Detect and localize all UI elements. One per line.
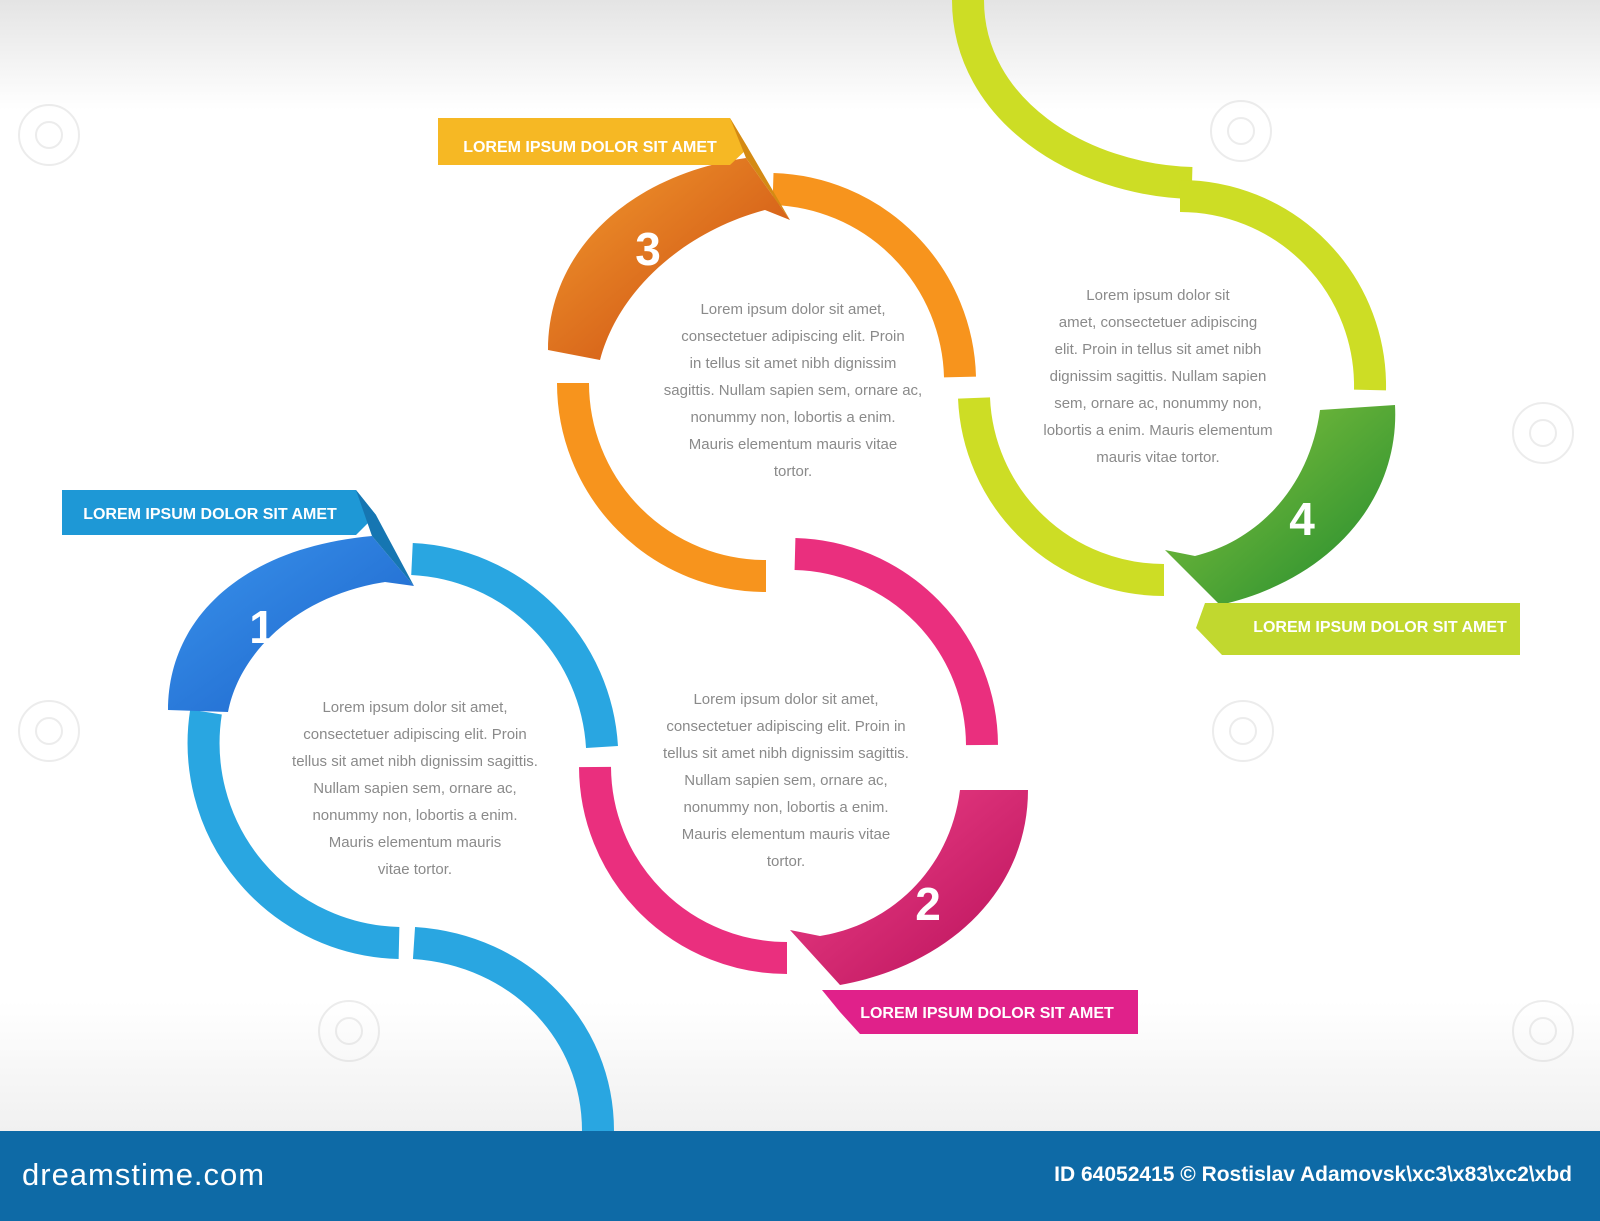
watermark-icon — [1210, 100, 1272, 162]
step-1-arc-top — [411, 543, 618, 749]
step-4-arc-top — [1179, 180, 1387, 391]
step-1-banner-fold — [356, 490, 414, 586]
step-1-number: 1 — [249, 601, 275, 653]
step-1-ring: 1 LOREM IPSUM DOLOR SIT AMET — [62, 490, 618, 1131]
step-4-arrow-head — [1165, 405, 1396, 605]
footer-bar: dreamstime.com ID 64052415 © Rostislav A… — [0, 1131, 1600, 1221]
step-3-arrow-head — [548, 158, 790, 360]
watermark-icon — [318, 1000, 380, 1062]
step-4-number: 4 — [1289, 493, 1315, 545]
step-2-ring: 2 LOREM IPSUM DOLOR SIT AMET — [579, 538, 1138, 1034]
step-2-title: LOREM IPSUM DOLOR SIT AMET — [860, 1005, 1114, 1022]
step-3-banner — [438, 118, 748, 165]
step-3-title: LOREM IPSUM DOLOR SIT AMET — [463, 139, 717, 156]
step-3-ring: 3 LOREM IPSUM DOLOR SIT AMET — [438, 118, 976, 592]
step-1-arc-left — [187, 709, 400, 959]
step-1-title: LOREM IPSUM DOLOR SIT AMET — [83, 506, 337, 523]
step-3-number: 3 — [635, 223, 661, 275]
step-1-description: Lorem ipsum dolor sit amet,consectetuer … — [292, 699, 538, 878]
step-2-number: 2 — [915, 878, 941, 930]
step-3-arc-top — [772, 173, 976, 378]
footer-credit: ID 64052415 © Rostislav Adamovsk\xc3\x83… — [1054, 1163, 1572, 1186]
watermark-icon — [1212, 700, 1274, 762]
step-3-arc — [557, 382, 767, 592]
step-4-title: LOREM IPSUM DOLOR SIT AMET — [1253, 619, 1507, 636]
step-3-description: Lorem ipsum dolor sit amet,consectetuer … — [663, 301, 923, 480]
step-4-banner — [1196, 603, 1520, 655]
process-diagram: 3 LOREM IPSUM DOLOR SIT AMET 4 LOREM IPS… — [62, 0, 1520, 1131]
step-1-lead-out — [412, 927, 614, 1131]
step-2-description: Lorem ipsum dolor sit amet,consectetuer … — [663, 691, 909, 870]
step-2-arrow-head — [790, 790, 1028, 985]
step-3-banner-fold — [730, 118, 790, 220]
step-2-arc-left — [579, 766, 788, 974]
watermark-icon — [1512, 402, 1574, 464]
footer-logo: dreamstime.com — [22, 1157, 266, 1192]
step-1-banner — [62, 490, 376, 535]
step-2-arc-right — [794, 538, 998, 746]
step-1-arrow-head — [168, 536, 414, 712]
watermark-icon — [18, 700, 80, 762]
step-2-banner — [822, 990, 1138, 1034]
step-4-ring: 4 LOREM IPSUM DOLOR SIT AMET — [952, 0, 1520, 655]
watermark-icon — [1512, 1000, 1574, 1062]
step-4-arc-bottom — [958, 397, 1165, 597]
watermark-icon — [18, 104, 80, 166]
step-4-lead-in — [952, 0, 1193, 199]
